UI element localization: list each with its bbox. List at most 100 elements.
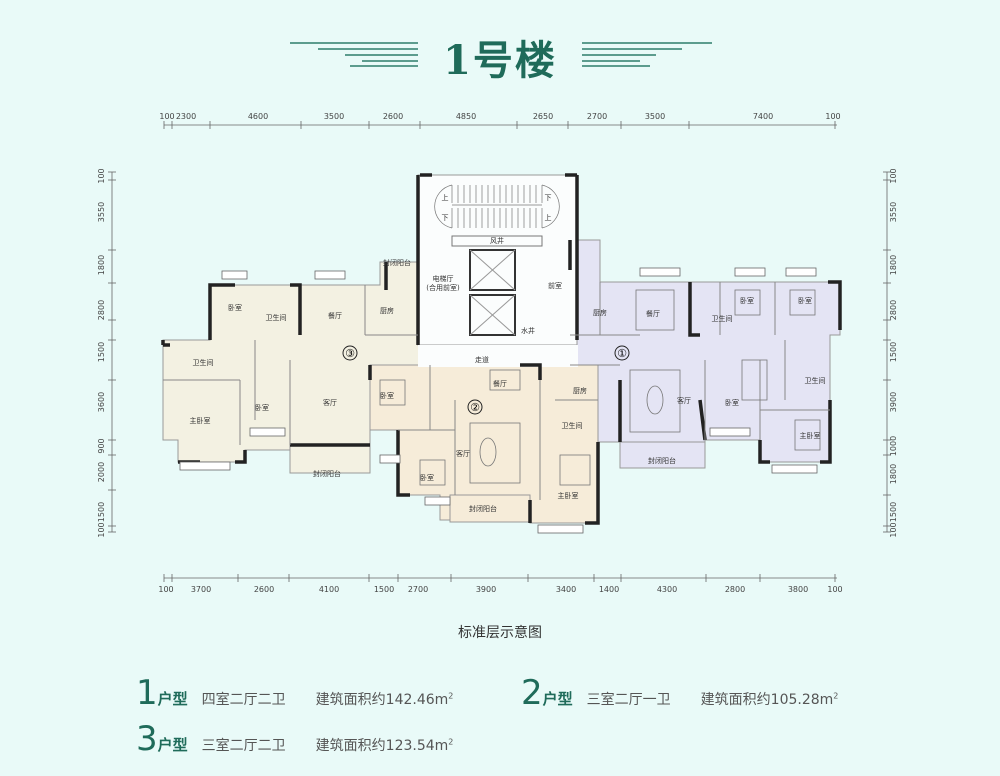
legend-unit-2: 2 户型 三室二厅一卫 建筑面积约105.28m2 xyxy=(521,676,838,710)
legend-rooms: 三室二厅二卫 xyxy=(201,738,286,754)
legend-number: 1 xyxy=(136,673,158,713)
room-label: 卧室 xyxy=(725,398,739,407)
bottom-dimension-label: 2600 xyxy=(254,585,274,594)
elevator-hall-note: (合用前室) xyxy=(426,283,460,292)
elevator-hall-label: 电梯厅 xyxy=(433,274,454,283)
bottom-dimension-label: 3800 xyxy=(788,585,808,594)
legend-type: 户型 xyxy=(157,736,188,754)
left-dimension-label: 100 xyxy=(97,168,106,183)
room-label: 封闭阳台 xyxy=(469,504,497,513)
left-dimension-label: 900 xyxy=(97,438,106,453)
unit-1-marker: ① xyxy=(617,347,627,360)
legend-area-sup: 2 xyxy=(448,691,454,701)
left-dimension-label: 2000 xyxy=(97,462,106,482)
water-shaft-label: 水井 xyxy=(521,326,535,335)
stair-up-label: 上 xyxy=(442,193,449,202)
bottom-dimension-label: 1400 xyxy=(599,585,619,594)
interior-walls xyxy=(163,282,830,500)
title-decoration-left xyxy=(290,42,418,67)
room-label: 封闭阳台 xyxy=(648,456,676,465)
unit-2-balcony xyxy=(449,494,531,523)
room-label: 厨房 xyxy=(593,308,607,317)
legend-area-text: 建筑面积约105.28m xyxy=(700,692,834,708)
legend-area: 建筑面积约123.54m2 xyxy=(316,735,454,755)
top-dimension-label: 3500 xyxy=(324,112,344,121)
bottom-dimension-label: 2800 xyxy=(725,585,745,594)
right-dimension-label: 1800 xyxy=(889,255,898,275)
top-dimension-label: 2300 xyxy=(176,112,196,121)
unit-2-labels: 卧室 餐厅 厨房 卫生间 客厅 卧室 主卧室 封闭阳台 xyxy=(380,379,587,513)
unit-2-marker: ② xyxy=(470,401,480,414)
legend-rooms: 三室二厅一卫 xyxy=(586,692,671,708)
bottom-dimension-label: 3400 xyxy=(556,585,576,594)
right-dimension-label: 1800 xyxy=(889,464,898,484)
room-label: 卫生间 xyxy=(805,376,826,385)
stair-up-label-2: 上 xyxy=(545,213,552,222)
core-labels: 上 下 下 上 风井 电梯厅 (合用前室) 前室 水井 走道 xyxy=(426,193,562,364)
legend-area-text: 建筑面积约123.54m xyxy=(315,738,449,754)
room-label: 卧室 xyxy=(798,296,812,305)
room-label: 餐厅 xyxy=(646,309,660,318)
top-dimension-label: 2700 xyxy=(587,112,607,121)
bottom-dimension-label: 2700 xyxy=(408,585,428,594)
unit-1-labels: 厨房 餐厅 卧室 卧室 卫生间 卫生间 客厅 卧室 主卧室 封闭阳台 xyxy=(593,296,826,465)
stair-down-label-2: 下 xyxy=(545,194,552,202)
walls xyxy=(161,173,842,525)
legend-area-sup: 2 xyxy=(448,737,454,747)
room-label: 卧室 xyxy=(255,403,269,412)
right-dimension-label: 100 xyxy=(889,168,898,183)
elevator-1 xyxy=(469,249,516,291)
bottom-dimension-label: 1500 xyxy=(374,585,394,594)
legend-number: 2 xyxy=(521,673,543,713)
stair-landing xyxy=(541,184,560,229)
legend-area-text: 建筑面积约142.46m xyxy=(315,692,449,708)
staircase xyxy=(434,184,560,229)
left-dimension-label: 2800 xyxy=(97,300,106,320)
top-dimension-label: 4600 xyxy=(248,112,268,121)
plan-caption: 标准层示意图 xyxy=(458,625,542,641)
room-label: 卧室 xyxy=(420,473,434,482)
right-dimension-label: 3900 xyxy=(889,392,898,412)
top-dimension-label: 2600 xyxy=(383,112,403,121)
right-dimension-label: 100 xyxy=(889,522,898,537)
room-label: 厨房 xyxy=(573,386,587,395)
core-area xyxy=(417,174,578,346)
unit-3-labels: 卧室 卫生间 餐厅 厨房 封闭阳台 卫生间 卧室 主卧室 客厅 封闭阳台 xyxy=(190,258,412,478)
bottom-dimension-label: 4100 xyxy=(319,585,339,594)
room-label: 客厅 xyxy=(323,398,337,407)
room-label: 主卧室 xyxy=(800,431,821,440)
front-room-label: 前室 xyxy=(548,281,562,290)
corridor-area xyxy=(418,345,578,367)
left-dimension-label: 100 xyxy=(97,522,106,537)
top-dimension-label: 100 xyxy=(159,112,174,121)
room-label: 封闭阳台 xyxy=(383,258,411,267)
left-dimension-label: 1500 xyxy=(97,502,106,522)
left-dimension-label: 1800 xyxy=(97,255,106,275)
unit-3-marker: ③ xyxy=(345,347,355,360)
room-label: 卧室 xyxy=(740,296,754,305)
unit-1-balcony xyxy=(619,441,706,469)
room-label: 卫生间 xyxy=(562,421,583,430)
top-dimension-label: 4850 xyxy=(456,112,476,121)
unit-markers: ① ② ③ xyxy=(342,345,630,415)
page-title: 1号楼 xyxy=(443,37,557,84)
bottom-dimension-label: 4300 xyxy=(657,585,677,594)
room-label: 卫生间 xyxy=(193,358,214,367)
windows xyxy=(179,267,818,534)
room-label: 主卧室 xyxy=(558,491,579,500)
wind-shaft-label: 风井 xyxy=(490,236,504,245)
furniture xyxy=(379,289,821,486)
room-label: 卫生间 xyxy=(266,313,287,322)
corridor-label: 走道 xyxy=(475,355,489,364)
bottom-dimension-label: 100 xyxy=(827,585,842,594)
right-dimension-label: 1500 xyxy=(889,502,898,522)
right-dimension-label: 2800 xyxy=(889,300,898,320)
room-label: 厨房 xyxy=(380,306,394,315)
room-label: 客厅 xyxy=(677,396,691,405)
room-label: 客厅 xyxy=(456,449,470,458)
room-label: 餐厅 xyxy=(328,311,342,320)
left-dimension-label: 3600 xyxy=(97,392,106,412)
room-label: 主卧室 xyxy=(190,416,211,425)
legend-area: 建筑面积约142.46m2 xyxy=(316,689,454,709)
top-dimension-label: 2650 xyxy=(533,112,553,121)
